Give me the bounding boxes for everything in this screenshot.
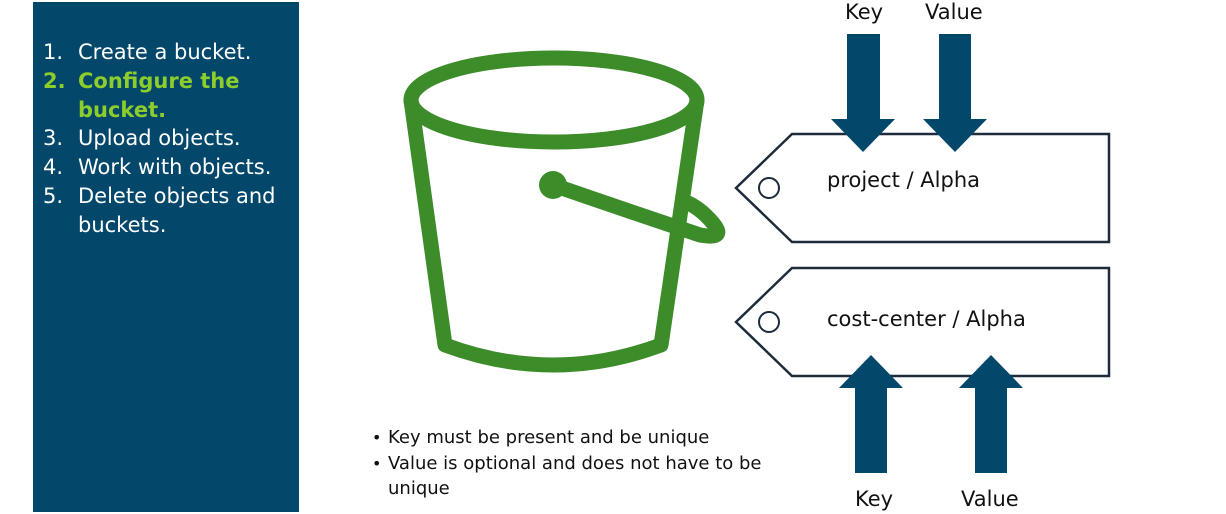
steps-list: 1.Create a bucket. 2.Configure the bucke… [43, 38, 293, 240]
rule-text: Key must be present and be unique [388, 427, 710, 448]
value-arrow-icon [959, 355, 1023, 473]
step-item-1: 1.Create a bucket. [43, 38, 293, 67]
key-label-top: Key [845, 0, 884, 24]
step-text: Configure the bucket. [78, 68, 240, 122]
step-item-2-active: 2.Configure the bucket. [43, 67, 293, 125]
bucket-handle-knob [539, 171, 567, 199]
key-arrow-icon [839, 355, 903, 473]
step-text: Work with objects. [78, 155, 272, 180]
rule-text: Value is optional and does not have to b… [388, 452, 762, 500]
value-label-bottom: Value [961, 487, 1019, 511]
tag-icon [734, 266, 1111, 378]
value-arrow-icon [923, 34, 987, 152]
tag-rules-list: •Key must be present and be unique •Valu… [372, 425, 762, 502]
value-label-top: Value [925, 0, 983, 24]
s3-bucket-icon [403, 50, 726, 373]
step-item-4: 4.Work with objects. [43, 153, 293, 182]
key-arrow-icon [831, 34, 895, 152]
steps-panel: 1.Create a bucket. 2.Configure the bucke… [33, 2, 299, 512]
step-text: Upload objects. [78, 126, 241, 151]
step-item-5: 5.Delete objects and buckets. [43, 182, 293, 240]
key-label-bottom: Key [855, 487, 894, 511]
step-text: Create a bucket. [78, 40, 252, 64]
step-item-3: 3.Upload objects. [43, 124, 293, 153]
step-text: Delete objects and buckets. [78, 183, 276, 237]
tag-icon [734, 132, 1111, 244]
rule-item: •Value is optional and does not have to … [372, 451, 762, 502]
rule-item: •Key must be present and be unique [372, 425, 762, 451]
tag-text-project: project / Alpha [827, 168, 981, 192]
tag-text-cost-center: cost-center / Alpha [827, 307, 1026, 331]
